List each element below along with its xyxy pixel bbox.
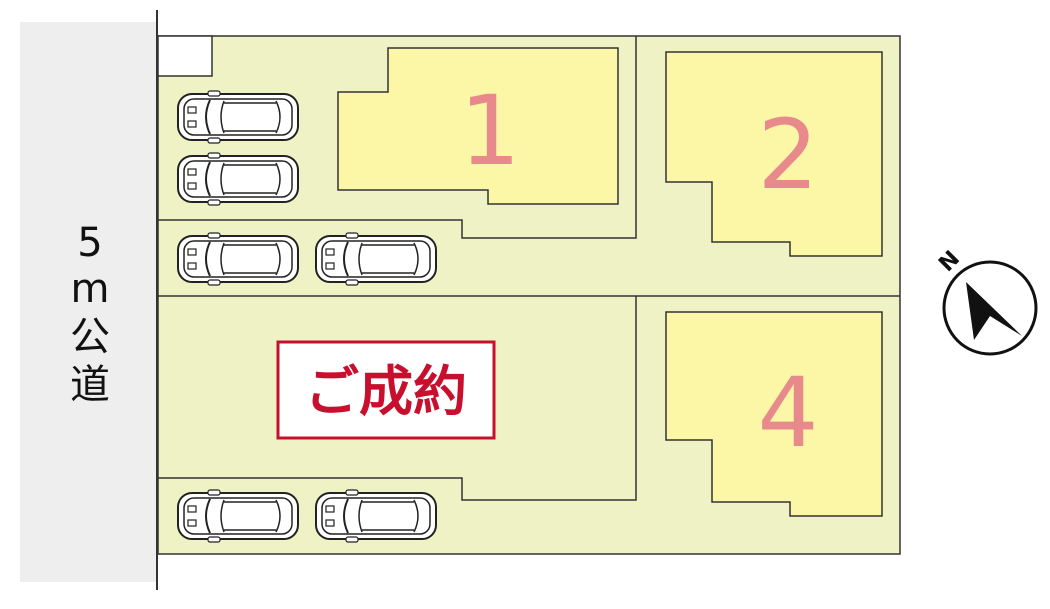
building-lot-1	[337, 47, 619, 205]
sold-stamp: ご成約	[276, 340, 496, 440]
excluded-corner	[157, 35, 213, 77]
road-label: 5 m 公 道	[70, 220, 110, 408]
parking-car-icon	[177, 489, 299, 543]
lot-number: 2	[757, 99, 818, 211]
sold-label: ご成約	[305, 360, 467, 423]
public-road	[20, 22, 158, 582]
north-arrow-icon: N	[934, 246, 1038, 356]
parking-car-icon	[177, 90, 299, 144]
parking-car-icon	[315, 232, 437, 286]
lot-boundaries	[158, 36, 900, 501]
building-lot-4	[665, 311, 883, 517]
lot-number: 4	[757, 357, 818, 469]
parking-car-icon	[315, 489, 437, 543]
parking-car-icon	[177, 232, 299, 286]
building-lot-2	[665, 51, 883, 257]
road-label-char: 公	[70, 314, 110, 360]
road-label-char: m	[71, 266, 110, 312]
lot-number: 1	[459, 75, 520, 187]
parking-car-icon	[177, 152, 299, 206]
road-label-char: 道	[70, 362, 110, 408]
road-label-char: 5	[77, 220, 102, 266]
